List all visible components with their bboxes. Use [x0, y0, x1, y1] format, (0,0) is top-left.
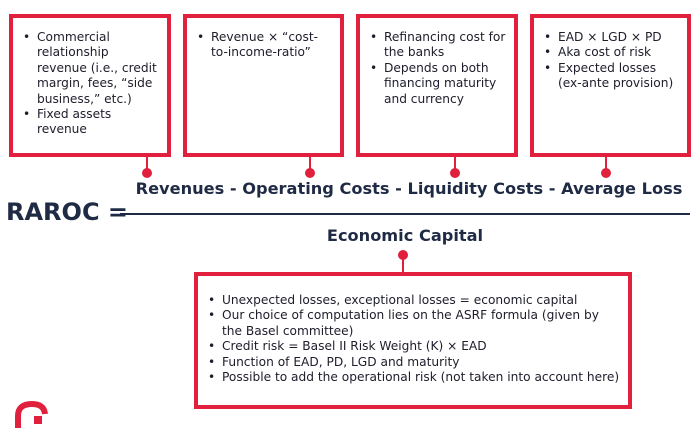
list-item: Our choice of computation lies on the AS… [208, 308, 620, 339]
average-loss-box: EAD × LGD × PD Aka cost of risk Expected… [530, 14, 691, 157]
raroc-label: RAROC = [6, 198, 129, 226]
liquidity-costs-box: Refinancing cost for the banks Depends o… [356, 14, 518, 157]
economic-capital-connector [402, 258, 404, 274]
list-item: Commercial relationship revenue (i.e., c… [23, 30, 159, 107]
operating-costs-list: Revenue × “cost-to-income-ratio” [197, 30, 332, 61]
list-item: Expected losses (ex-ante provision) [544, 61, 681, 92]
liquidity-costs-connector-dot [450, 168, 460, 178]
average-loss-list: EAD × LGD × PD Aka cost of risk Expected… [544, 30, 681, 92]
economic-capital-list: Unexpected losses, exceptional losses = … [208, 293, 620, 386]
list-item: Revenue × “cost-to-income-ratio” [197, 30, 332, 61]
fraction-line [120, 213, 690, 215]
average-loss-connector [605, 157, 607, 171]
liquidity-costs-connector [454, 157, 456, 171]
revenues-list: Commercial relationship revenue (i.e., c… [23, 30, 159, 138]
list-item: Depends on both financing maturity and c… [370, 61, 508, 107]
revenues-box: Commercial relationship revenue (i.e., c… [9, 14, 171, 157]
average-loss-connector-dot [601, 168, 611, 178]
list-item: Fixed assets revenue [23, 107, 159, 138]
list-item: Refinancing cost for the banks [370, 30, 508, 61]
list-item: Unexpected losses, exceptional losses = … [208, 293, 620, 309]
economic-capital-connector-dot [398, 250, 408, 260]
formula-denominator: Economic Capital [326, 226, 484, 245]
revenues-connector-dot [142, 168, 152, 178]
brand-logo-icon [15, 400, 48, 428]
list-item: EAD × LGD × PD [544, 30, 681, 46]
revenues-connector [146, 157, 148, 171]
list-item: Aka cost of risk [544, 45, 681, 61]
economic-capital-box: Unexpected losses, exceptional losses = … [194, 272, 632, 409]
liquidity-costs-list: Refinancing cost for the banks Depends o… [370, 30, 508, 107]
formula-numerator: Revenues - Operating Costs - Liquidity C… [135, 179, 683, 198]
operating-costs-box: Revenue × “cost-to-income-ratio” [183, 14, 344, 157]
list-item: Possible to add the operational risk (no… [208, 370, 620, 386]
operating-costs-connector [309, 157, 311, 171]
operating-costs-connector-dot [305, 168, 315, 178]
list-item: Credit risk = Basel II Risk Weight (K) ×… [208, 339, 620, 355]
list-item: Function of EAD, PD, LGD and maturity [208, 355, 620, 371]
